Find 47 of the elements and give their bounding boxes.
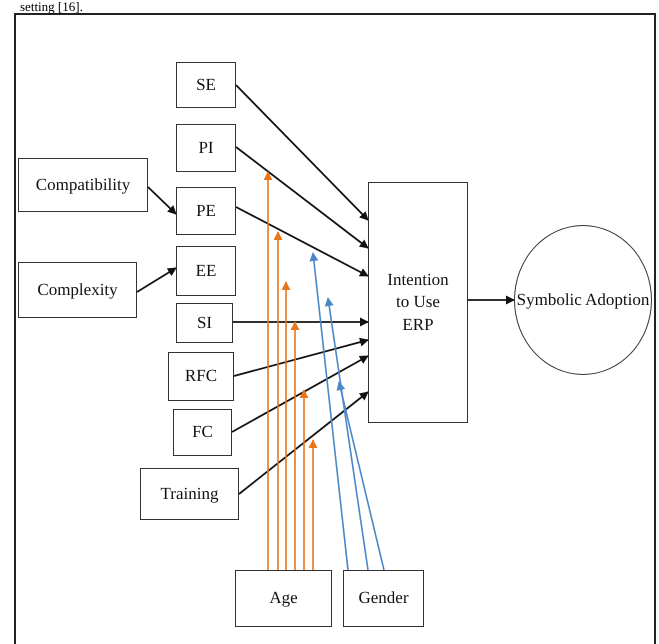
factor-box	[176, 187, 236, 235]
moderator-arrow	[300, 389, 308, 570]
factor-box	[176, 246, 236, 296]
node-label: SE	[196, 74, 216, 96]
moderator-arrow	[290, 321, 300, 570]
arrow	[235, 146, 369, 249]
factor-box	[140, 468, 239, 520]
factor-box	[18, 158, 148, 212]
node-label: PE	[196, 200, 216, 222]
node-label: Age	[269, 587, 298, 610]
moderator-arrow	[324, 297, 369, 570]
arrow	[147, 186, 177, 215]
factor-box	[176, 124, 236, 172]
node-label: FC	[192, 421, 213, 444]
factor-box	[173, 409, 232, 456]
node-label: Gender	[358, 587, 409, 610]
node-label: PI	[198, 136, 214, 159]
node-label: Training	[160, 482, 218, 505]
moderator-arrow	[308, 439, 318, 570]
node-label: Symbolic Adoption	[516, 288, 650, 311]
factor-box	[168, 352, 234, 401]
factor-box	[235, 570, 332, 627]
moderator-arrow	[309, 252, 349, 570]
moderator-arrow	[282, 281, 290, 570]
arrow	[234, 338, 369, 377]
arrow	[233, 318, 369, 326]
node-label: EE	[196, 260, 216, 282]
arrow	[232, 355, 369, 433]
node-label: Compatibility	[36, 174, 130, 196]
moderator-arrow	[336, 381, 385, 570]
factor-box	[176, 62, 236, 108]
factor-box	[176, 303, 233, 343]
arrow	[238, 391, 369, 495]
moderator-arrow	[274, 231, 282, 570]
moderator-arrow	[264, 171, 272, 570]
arrow	[136, 267, 177, 293]
arrow	[236, 206, 369, 277]
factor-box	[18, 262, 137, 318]
node-label: Intention to Use ERP	[386, 269, 450, 336]
construct-box	[368, 182, 468, 423]
node-label: Complexity	[37, 278, 118, 301]
caption-fragment: setting [16].	[20, 0, 83, 14]
arrow	[468, 296, 515, 304]
arrow	[235, 84, 369, 221]
node-label: SI	[196, 312, 212, 334]
factor-box	[343, 570, 424, 627]
node-label: RFC	[184, 365, 218, 388]
